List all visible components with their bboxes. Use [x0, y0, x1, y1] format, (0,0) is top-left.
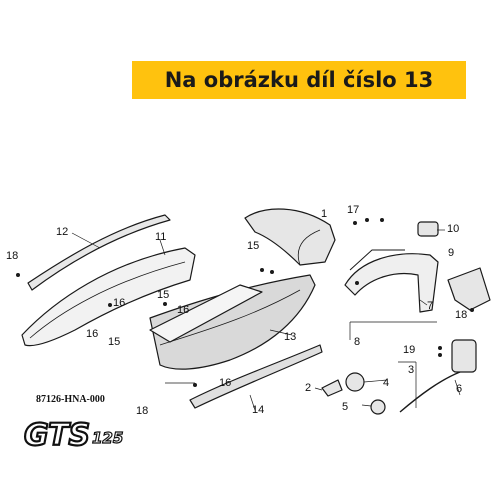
callout-18-b: 18 — [455, 309, 467, 321]
part-9-bracket — [447, 267, 491, 311]
callout-6: 6 — [456, 383, 462, 395]
callout-18-a: 18 — [6, 250, 18, 262]
callout-11: 11 — [155, 231, 166, 243]
callout-16-c: 16 — [177, 304, 189, 316]
part-1-rear-center-cover — [244, 208, 336, 266]
callout-8: 8 — [354, 336, 360, 348]
part-6-cable — [399, 371, 461, 413]
callout-16-a: 16 — [113, 297, 125, 309]
logo-sub-text: 125 — [92, 429, 123, 447]
callout-18-c: 18 — [136, 405, 148, 417]
callout-9: 9 — [448, 247, 454, 259]
caption-text: Na obrázku díl číslo 13 — [164, 68, 434, 92]
callout-16-b: 16 — [86, 328, 98, 340]
callout-4: 4 — [383, 377, 389, 389]
caption-banner: Na obrázku díl číslo 13 — [132, 61, 466, 99]
callout-16-d: 16 — [219, 377, 231, 389]
part-14-lower-strip — [189, 344, 323, 409]
callout-5: 5 — [342, 401, 348, 413]
inner-rib-panel — [149, 284, 263, 343]
callout-19: 19 — [403, 344, 415, 356]
gts-logo: GTS 125 — [23, 417, 124, 454]
callout-15-b: 15 — [157, 289, 169, 301]
part-5-knob — [370, 399, 386, 415]
callout-15-a: 15 — [247, 240, 259, 252]
callout-15-c: 15 — [108, 336, 120, 348]
part-2-clamp — [321, 379, 343, 397]
callout-3: 3 — [408, 364, 414, 376]
part-6-lock-body — [451, 339, 477, 373]
callout-10: 10 — [447, 223, 459, 235]
part-12-trim-strip — [27, 214, 171, 291]
callout-12: 12 — [56, 226, 68, 238]
callout-13: 13 — [284, 331, 296, 343]
part-7-rear-carrier — [344, 253, 439, 313]
callout-7: 7 — [427, 300, 433, 312]
part-number-label: 87126-HNA-000 — [36, 394, 105, 405]
callout-1: 1 — [321, 208, 327, 220]
part-4-grommet — [345, 372, 365, 392]
part-10-cap — [417, 221, 439, 237]
logo-main-text: GTS — [24, 418, 90, 453]
callout-14: 14 — [252, 404, 264, 416]
callout-2: 2 — [305, 382, 311, 394]
callout-17: 17 — [347, 204, 359, 216]
